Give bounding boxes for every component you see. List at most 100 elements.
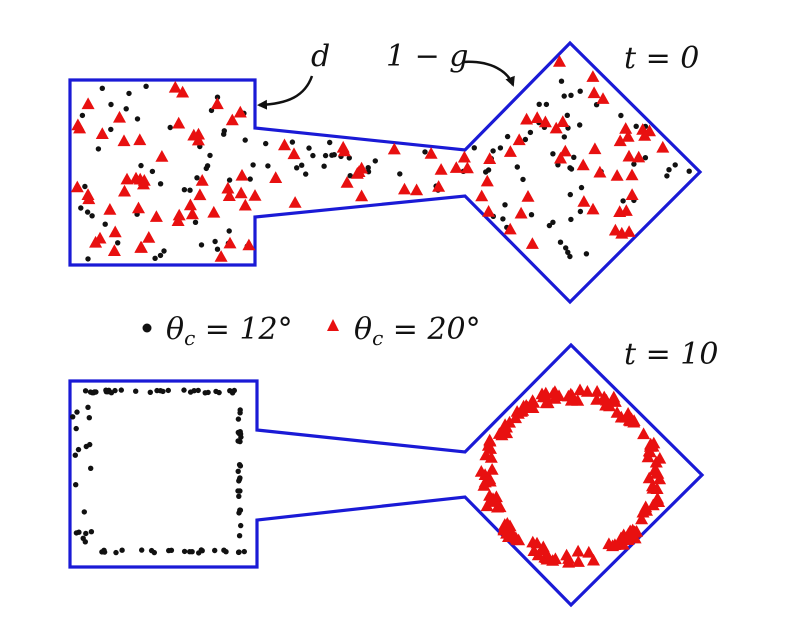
triangle-particle [625, 188, 639, 200]
triangle-particle [449, 161, 463, 173]
triangle-particle [223, 236, 237, 249]
triangle-particle [242, 238, 256, 251]
circle-particle [471, 145, 477, 151]
circle-particle [212, 547, 218, 554]
circle-particle [236, 549, 242, 555]
triangle-particle [632, 150, 646, 163]
triangle-particle [410, 183, 424, 196]
triangle-particle [288, 196, 302, 208]
circle-particle [557, 239, 564, 245]
triangle-particle [483, 433, 497, 446]
triangle-particle [588, 142, 602, 155]
triangle-particle [168, 80, 182, 93]
circle-particle [87, 441, 93, 448]
circle-particle [250, 162, 256, 168]
triangle-particle [387, 142, 401, 155]
triangle-particle [652, 495, 666, 507]
triangle-particle [509, 411, 522, 424]
circle-particle [289, 139, 296, 145]
circle-particle [202, 390, 208, 396]
circle-particle [207, 152, 213, 159]
circle-particle [226, 177, 233, 183]
triangle-particle [622, 225, 636, 237]
triangle-particle [596, 92, 610, 104]
triangle-particle [558, 144, 572, 157]
circle-particle [101, 547, 107, 553]
circle-particle [194, 175, 200, 181]
circle-particle [181, 548, 188, 555]
triangle-particle [134, 241, 148, 253]
circle-particle [490, 148, 496, 154]
triangle-particle [70, 180, 84, 193]
circle-particle [198, 547, 204, 553]
triangle-particle [113, 110, 126, 123]
triangle-particle [398, 182, 411, 195]
panel-t10: t = 10 [68, 337, 718, 608]
circle-particle [181, 387, 187, 393]
circle-particle [126, 90, 132, 97]
triangle-particle [571, 544, 585, 557]
circle-particle [536, 101, 542, 108]
triangle-particle [637, 427, 651, 440]
circle-particle [303, 171, 309, 177]
circle-particle [143, 83, 149, 90]
circle-particle [237, 407, 243, 413]
circle-particle [321, 163, 327, 169]
triangle-particle [628, 525, 642, 538]
circle-particle [134, 116, 141, 122]
triangle-particle [521, 190, 535, 202]
circle-particle [550, 219, 556, 225]
triangle-particle [554, 151, 567, 164]
circle-particle [82, 388, 89, 394]
triangle-particle [103, 203, 117, 215]
circle-particle [500, 216, 506, 222]
circle-particle [74, 409, 80, 415]
circle-particle [79, 112, 86, 119]
triangle-particle [278, 138, 291, 151]
triangle-particle [562, 552, 576, 564]
circle-particle [72, 452, 79, 458]
circle-particle [265, 163, 271, 169]
triangle-particle [542, 551, 556, 564]
triangle-particle [646, 498, 660, 511]
particles-t0 [70, 55, 692, 262]
triangle-particle [132, 201, 145, 214]
circle-particle [561, 134, 567, 140]
triangle-particle [118, 184, 131, 197]
triangle-particle [627, 415, 641, 428]
circle-particle [78, 205, 84, 211]
legend-triangle-marker [327, 319, 339, 331]
triangle-particle [129, 171, 143, 184]
triangle-particle [590, 385, 604, 397]
triangle-particle [640, 504, 653, 516]
circle-particle [236, 510, 242, 516]
triangle-particle [480, 174, 494, 187]
triangle-particle [526, 535, 540, 548]
triangle-particle [537, 543, 551, 555]
circle-particle [216, 389, 222, 396]
triangle-particle [183, 198, 197, 211]
triangle-particle [598, 392, 612, 405]
triangle-particle [120, 172, 134, 185]
circle-particle [331, 152, 337, 158]
triangle-particle [516, 404, 530, 416]
triangle-particle [549, 121, 563, 134]
triangle-particle [647, 436, 661, 449]
circle-particle [237, 475, 243, 481]
circle-particle [192, 219, 199, 225]
triangle-particle [424, 147, 438, 159]
circle-particle [664, 173, 670, 179]
circle-particle [504, 133, 511, 140]
circle-particle [631, 161, 637, 167]
circle-particle [214, 246, 221, 252]
triangle-particle [530, 111, 544, 123]
domain-outline-top [68, 40, 703, 305]
triangle-particle [571, 555, 585, 567]
legend: θc = 12° θc = 20° [142, 312, 481, 350]
circle-particle [138, 162, 144, 169]
circle-particle [563, 245, 569, 251]
circle-particle [642, 155, 649, 161]
triangle-particle [646, 479, 659, 492]
triangle-particle [587, 553, 600, 566]
circle-particle [108, 101, 114, 108]
